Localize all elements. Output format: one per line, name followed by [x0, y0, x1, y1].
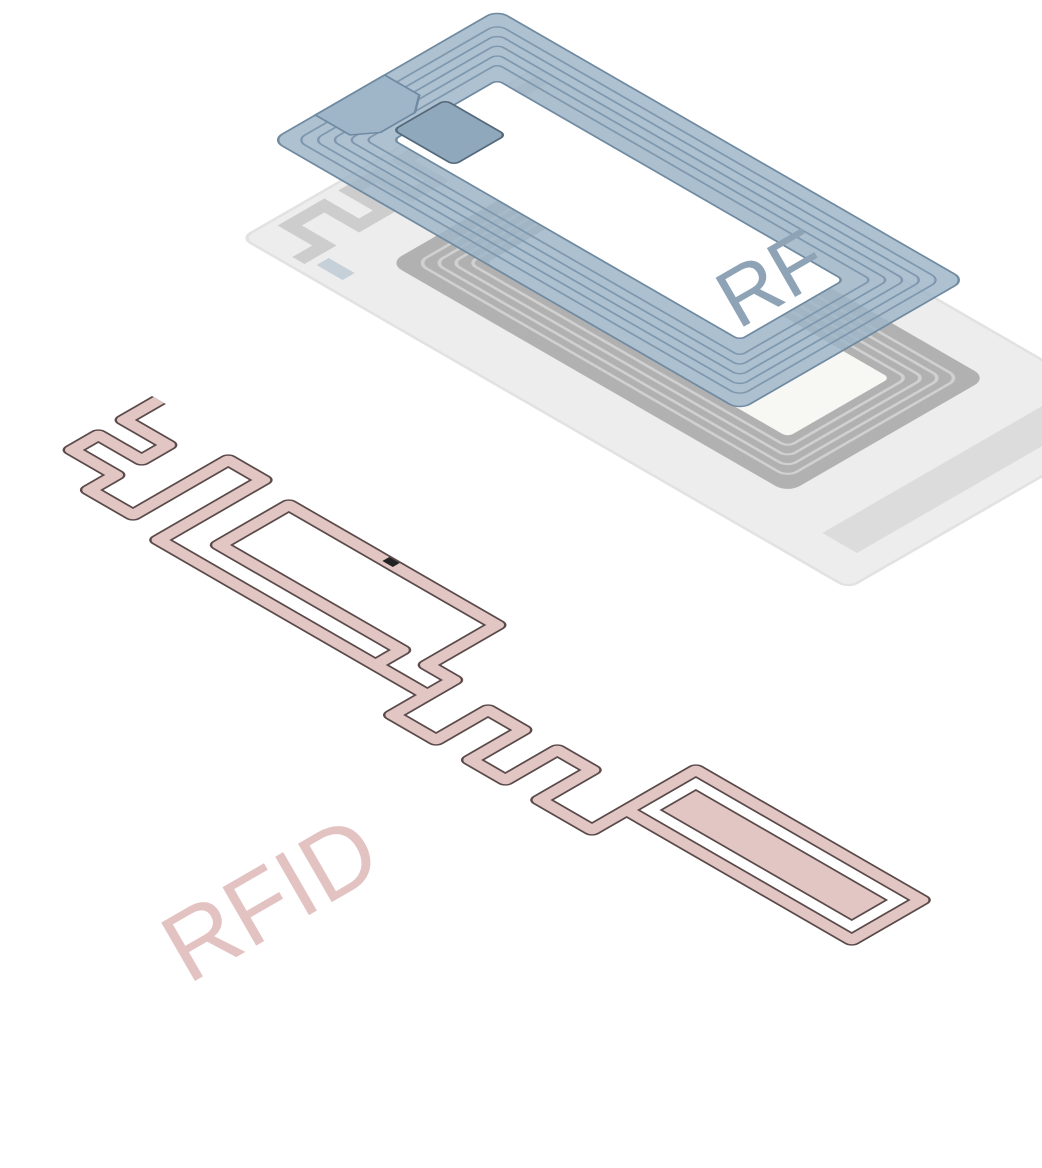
rfid-antenna-layer	[62, 396, 931, 946]
rfid-label: RFID	[144, 794, 397, 1004]
rf-coil-icon	[276, 12, 960, 408]
rfid-antenna-icon	[62, 396, 931, 946]
rf-coil-layer	[276, 12, 960, 408]
